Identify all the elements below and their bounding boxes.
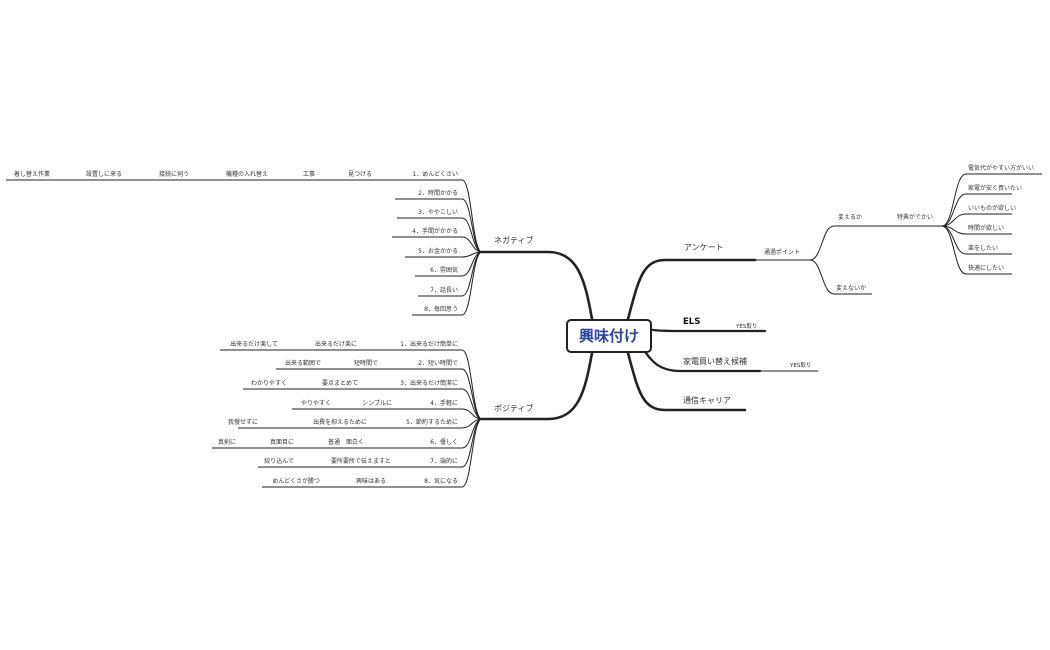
negative-item[interactable]: 7．話長い [430, 287, 458, 294]
negative-item-connector [412, 251, 483, 316]
positive-sub-node[interactable]: 真面目に [269, 439, 294, 446]
benefit-item[interactable]: 家電が安く買いたい [968, 185, 1023, 192]
positive-item[interactable]: 4．手軽に [430, 400, 458, 407]
positive-sub-node[interactable]: 真剣に [217, 439, 236, 446]
positive-sub-node[interactable]: 普通 [327, 439, 340, 446]
negative-item-connector [327, 179, 483, 253]
positive-sub-node[interactable]: 面白く [345, 439, 364, 446]
positive-item[interactable]: 2．短い時間で [418, 360, 458, 367]
appliance-branch-label[interactable]: 家電買い替え候補 [683, 357, 747, 366]
cannot-change-connector [809, 259, 872, 295]
negative-chain-node[interactable]: 見つける [347, 171, 372, 178]
positive-sub-node[interactable]: 絞り込んで [264, 458, 294, 465]
negative-item-connector [397, 217, 483, 253]
positive-item[interactable]: 8．気になる [424, 478, 458, 485]
positive-item[interactable]: 3．出来るだけ簡潔に [400, 380, 458, 387]
positive-sub-node[interactable]: シンプルに [362, 400, 392, 407]
negative-chain-node[interactable]: 設置しに来る [85, 171, 122, 178]
appliance-note: YES取り [790, 363, 812, 369]
positive-sub-node[interactable]: 興味はある [355, 478, 386, 485]
benefit-item[interactable]: 楽をしたい [968, 245, 999, 252]
survey-point-label[interactable]: 通過ポイント [764, 249, 801, 256]
negative-item[interactable]: 5．お金かかる [418, 248, 458, 255]
positive-branch-label[interactable]: ポジティブ [494, 404, 534, 413]
negative-item[interactable]: 6．雰囲気 [430, 267, 458, 274]
branch-carrier [626, 351, 747, 412]
benefit-item-connector [941, 213, 1012, 227]
negative-branch-label[interactable]: ネガティブ [494, 236, 534, 245]
can-change-connector [809, 225, 890, 261]
positive-sub-node[interactable]: やりやすく [300, 400, 331, 407]
negative-item[interactable]: 1．めんどくさい [412, 171, 458, 178]
positive-item-connector [380, 418, 483, 488]
positive-sub-node[interactable]: めんどくさが勝つ [272, 478, 320, 485]
positive-sub-node[interactable]: 要点まとめて [321, 380, 358, 387]
negative-chain-node[interactable]: 機種の入れ替え [225, 171, 268, 178]
positive-sub-node[interactable]: 出費を抑えるために [313, 419, 367, 426]
positive-item-connector [380, 368, 483, 420]
positive-item[interactable]: 6．優しく [430, 439, 458, 446]
can-change-label[interactable]: 変えるか [838, 214, 862, 221]
benefit-label[interactable]: 特典がでかい [897, 214, 934, 221]
els-branch-label[interactable]: ELS [683, 317, 701, 327]
positive-item[interactable]: 5．節約するために [406, 419, 458, 426]
benefit-item[interactable]: 電気代がやすい方がいい [968, 165, 1035, 172]
benefit-item-connector [941, 173, 1042, 227]
benefit-item[interactable]: 時間が欲しい [968, 225, 1005, 232]
benefit-item-connector [941, 225, 1012, 275]
positive-sub-node[interactable]: 要所要所で伝えますと [330, 458, 391, 465]
branch-negative [480, 250, 594, 321]
root-node[interactable]: 興味付け [566, 319, 652, 353]
negative-item[interactable]: 3．ややこしい [418, 209, 458, 216]
positive-sub-node[interactable]: 短時間で [353, 360, 378, 367]
branch-positive [480, 351, 594, 421]
positive-item[interactable]: 1．出来るだけ簡単に [400, 341, 458, 348]
negative-chain-node[interactable]: 工事 [302, 171, 315, 178]
positive-item-connector [417, 408, 483, 420]
negative-chain-node[interactable]: 接続に伺う [158, 171, 189, 178]
negative-item[interactable]: 4．手間がかかる [412, 228, 458, 235]
negative-item[interactable]: 8．毎回思う [424, 306, 458, 313]
negative-item[interactable]: 2．時間かかる [418, 190, 458, 197]
positive-item-connector [385, 388, 483, 420]
negative-item-connector [392, 236, 483, 253]
positive-sub-node[interactable]: 出来る範囲で [284, 360, 321, 367]
cannot-change-label[interactable]: 変えないか [836, 285, 867, 292]
survey-branch-label[interactable]: アンケート [684, 243, 724, 252]
branch-survey [626, 258, 757, 321]
negative-chain-node[interactable]: 着し替え作業 [13, 171, 50, 178]
positive-sub-node[interactable]: 我慢せずに [227, 419, 258, 426]
carrier-branch-label[interactable]: 通信キャリア [683, 396, 731, 405]
benefit-item[interactable]: 快適にしたい [968, 265, 1005, 272]
positive-sub-node[interactable]: 出来るだけ楽に [314, 341, 357, 348]
benefit-item-connector [941, 193, 1012, 227]
positive-sub-node[interactable]: 出来るだけ楽して [230, 341, 278, 348]
els-note: YES取り [736, 324, 758, 330]
positive-sub-node[interactable]: わかりやすく [250, 380, 287, 387]
positive-item-connector [385, 349, 483, 420]
positive-item[interactable]: 7．端的に [430, 458, 458, 465]
benefit-item[interactable]: いいものが欲しい [968, 205, 1017, 212]
